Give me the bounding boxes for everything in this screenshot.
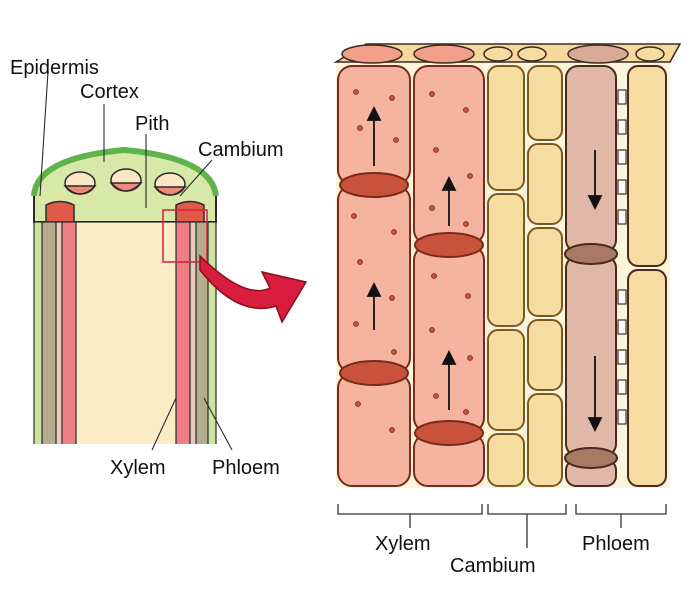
left-cortex-strip — [42, 222, 56, 444]
right-phloem-strip — [190, 222, 196, 444]
label-cambium-bottom: Cambium — [450, 555, 536, 577]
right-epidermis — [208, 222, 216, 444]
right-xylem-strip — [176, 222, 190, 444]
label-cortex: Cortex — [80, 81, 139, 103]
dome-bundles — [45, 168, 205, 223]
phloem-cells — [564, 65, 667, 487]
label-xylem-bottom: Xylem — [375, 533, 431, 555]
left-leaders — [39, 71, 233, 451]
left-epidermis — [34, 222, 42, 444]
cambium-cells — [487, 65, 563, 487]
label-epidermis: Epidermis — [10, 57, 99, 79]
label-phloem-bottom: Phloem — [582, 533, 650, 555]
left-xylem-strip — [62, 222, 76, 444]
stem-section — [31, 146, 219, 444]
left-phloem-strip — [56, 222, 62, 444]
zoom-arrow — [199, 254, 308, 324]
xylem-pits — [351, 89, 473, 433]
labels: Epidermis Cortex Pith Cambium Xylem Phlo… — [10, 57, 650, 577]
label-pith: Pith — [135, 113, 169, 135]
label-xylem-left: Xylem — [110, 457, 166, 479]
brackets — [337, 504, 667, 548]
zoom-box — [162, 209, 208, 263]
xylem-column-2 — [413, 65, 485, 487]
phloem-arrows — [587, 150, 603, 433]
top-face — [333, 43, 682, 64]
tissue-magnified — [333, 43, 682, 488]
xylem-arrows — [366, 105, 457, 410]
companion-cells — [617, 89, 627, 425]
epidermis-layer — [31, 146, 219, 197]
label-phloem-left: Phloem — [212, 457, 280, 479]
right-cortex-strip — [196, 222, 208, 444]
label-cambium-top: Cambium — [198, 139, 284, 161]
